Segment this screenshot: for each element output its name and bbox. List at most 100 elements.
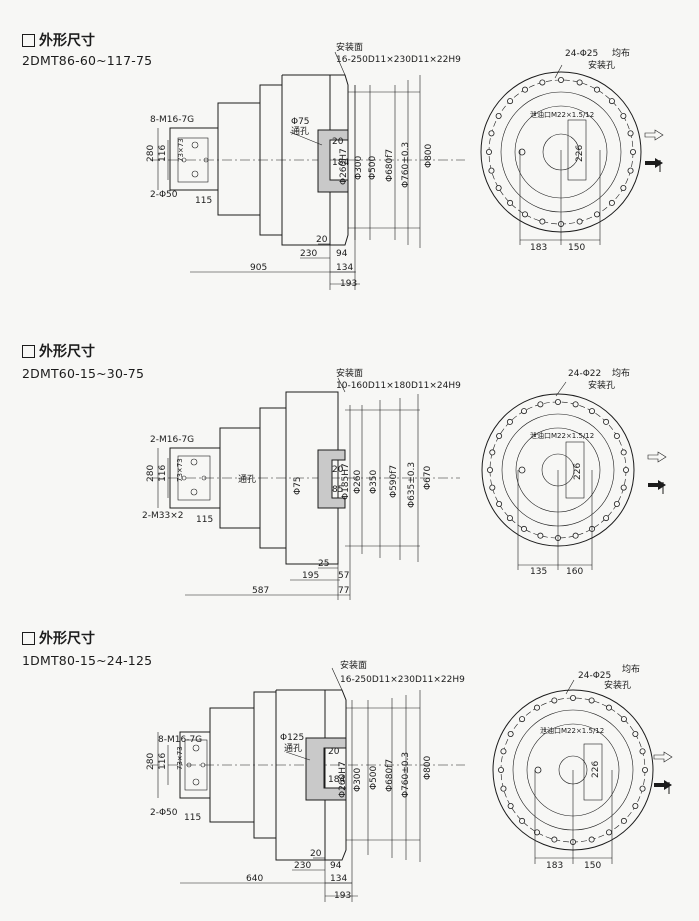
bolt-holes (497, 695, 649, 845)
holes-label: 24-Φ25 (578, 671, 611, 681)
bolt-hole (489, 449, 496, 456)
bolt-hole (500, 785, 507, 792)
mount-face-label: 安装面 (336, 41, 363, 53)
bolt-hole (496, 500, 503, 507)
section-heading: 外形尺寸 (22, 628, 95, 648)
front-view-drawing: 24-Φ25 均布 安装孔 泄油口M22×1.5/12 226 183 150 (480, 47, 664, 253)
checkbox-square-icon (22, 344, 35, 358)
bolt-hole (620, 817, 627, 824)
dim-d680f7: Φ680f7 (385, 759, 395, 792)
dim-184: 184 (332, 158, 349, 168)
bolt-hole (613, 500, 620, 507)
bolt-hole (488, 130, 495, 137)
spread-label: 均布 (612, 47, 630, 59)
output-hub (317, 449, 346, 509)
oil-port-label: 泄油口M22×1.5/12 (530, 110, 594, 119)
dim-116: 116 (158, 145, 168, 162)
dim-57: 57 (338, 571, 349, 581)
dim-20-bottom: 20 (310, 849, 322, 859)
checkbox-square-icon (22, 33, 35, 47)
bolt-hole (534, 704, 541, 711)
bolt-hole (632, 802, 639, 809)
dim-905: 905 (250, 263, 267, 273)
through-hole-label: 通孔 (238, 474, 256, 485)
bolt-hole (608, 98, 615, 105)
bore-label: Φ75 (291, 117, 310, 127)
dim-183: 183 (546, 861, 563, 871)
holes-label: 24-Φ25 (565, 49, 598, 59)
bolt-hole (537, 532, 544, 539)
dim-d300: Φ300 (353, 767, 363, 792)
bolt-hole (594, 86, 601, 93)
bolt-hole (620, 484, 627, 491)
bolt-hole (500, 748, 507, 755)
bolt-hole (588, 697, 595, 704)
section-2: 外形尺寸 2DMT60-15~30-75 安装面 10-160D11×180D1… (0, 310, 699, 620)
side-view-drawing: 安装面 16-250D11×230D11×22H9 8-M16-7G Φ75 通… (146, 41, 465, 290)
dim-d590f7: Φ590f7 (389, 465, 399, 498)
bolt-hole (539, 218, 546, 225)
arrow-outline-icon (653, 751, 673, 763)
bolt-holes (486, 399, 630, 541)
bolt-hole (555, 399, 562, 406)
section-heading: 外形尺寸 (22, 341, 95, 361)
bolt-hole (507, 98, 514, 105)
dim-183: 183 (530, 243, 547, 253)
dim-280: 280 (146, 145, 156, 162)
side-view-drawing: 安装面 16-250D11×230D11×22H9 8-M16-7G Φ125 … (146, 659, 465, 902)
dim-230: 230 (300, 249, 317, 259)
dim-d800: Φ800 (424, 143, 434, 168)
dim-115: 115 (196, 515, 213, 525)
bolt-hole (613, 433, 620, 440)
bolt-hole (551, 697, 558, 704)
bolt-hole (639, 748, 646, 755)
output-hub (317, 129, 349, 193)
bolt-hole (620, 184, 627, 191)
bolt-hole (534, 829, 541, 836)
dim-20-bottom: 20 (316, 235, 328, 245)
through-hole-label: 通孔 (291, 126, 309, 137)
bolt-hole (519, 716, 526, 723)
dim-d185h7: Φ185H7 (341, 463, 351, 500)
dim-94: 94 (336, 249, 348, 259)
mount-face-label: 安装面 (336, 367, 363, 379)
dim-d500: Φ500 (368, 155, 378, 180)
dim-85: 85 (332, 485, 343, 495)
bolt-hole (558, 77, 565, 84)
bolt-hole (521, 525, 528, 532)
through-hole-label: 通孔 (284, 743, 302, 754)
bolt-hole (606, 829, 613, 836)
dim-150: 150 (584, 861, 601, 871)
bolt-hole (506, 515, 513, 522)
dim-94: 94 (330, 861, 342, 871)
spread-label: 均布 (622, 663, 640, 675)
dim-d300: Φ300 (354, 155, 364, 180)
bolt-hole (489, 484, 496, 491)
bore-label: Φ75 (293, 476, 303, 495)
bolt-hole (642, 766, 649, 773)
dim-d635: Φ635±0.3 (407, 462, 417, 508)
bolt-hole (620, 113, 627, 120)
holes-label: 24-Φ22 (568, 369, 601, 379)
dim-115: 115 (184, 813, 201, 823)
bolt-hole (620, 449, 627, 456)
dim-226: 226 (591, 761, 601, 778)
bolt-hole (570, 695, 577, 702)
bolt-hole (620, 716, 627, 723)
bolt-hole (507, 731, 514, 738)
bolt-hole (521, 408, 528, 415)
arrow-solid-icon (654, 780, 672, 790)
mount-hole-label: 安装孔 (588, 379, 615, 391)
spline-label: 16-250D11×230D11×22H9 (336, 55, 461, 65)
bolt-hole (506, 418, 513, 425)
dim-134: 134 (330, 874, 347, 884)
model-number: 2DMT60-15~30-75 (22, 366, 145, 381)
side-view-drawing: 安装面 10-160D11×180D11×24H9 2-M16-7G Φ75 通… (142, 367, 461, 600)
port-pair-label: 2-Φ50 (150, 190, 178, 200)
front-view-drawing: 24-Φ25 均布 安装孔 泄油口M22×1.5/12 226 183 150 (492, 663, 673, 871)
arrow-outline-icon (644, 129, 664, 141)
dim-d500: Φ500 (369, 765, 379, 790)
dim-20-hub: 20 (332, 137, 344, 147)
thread-label: 8-M16-7G (150, 115, 194, 125)
bolt-hole (572, 532, 579, 539)
